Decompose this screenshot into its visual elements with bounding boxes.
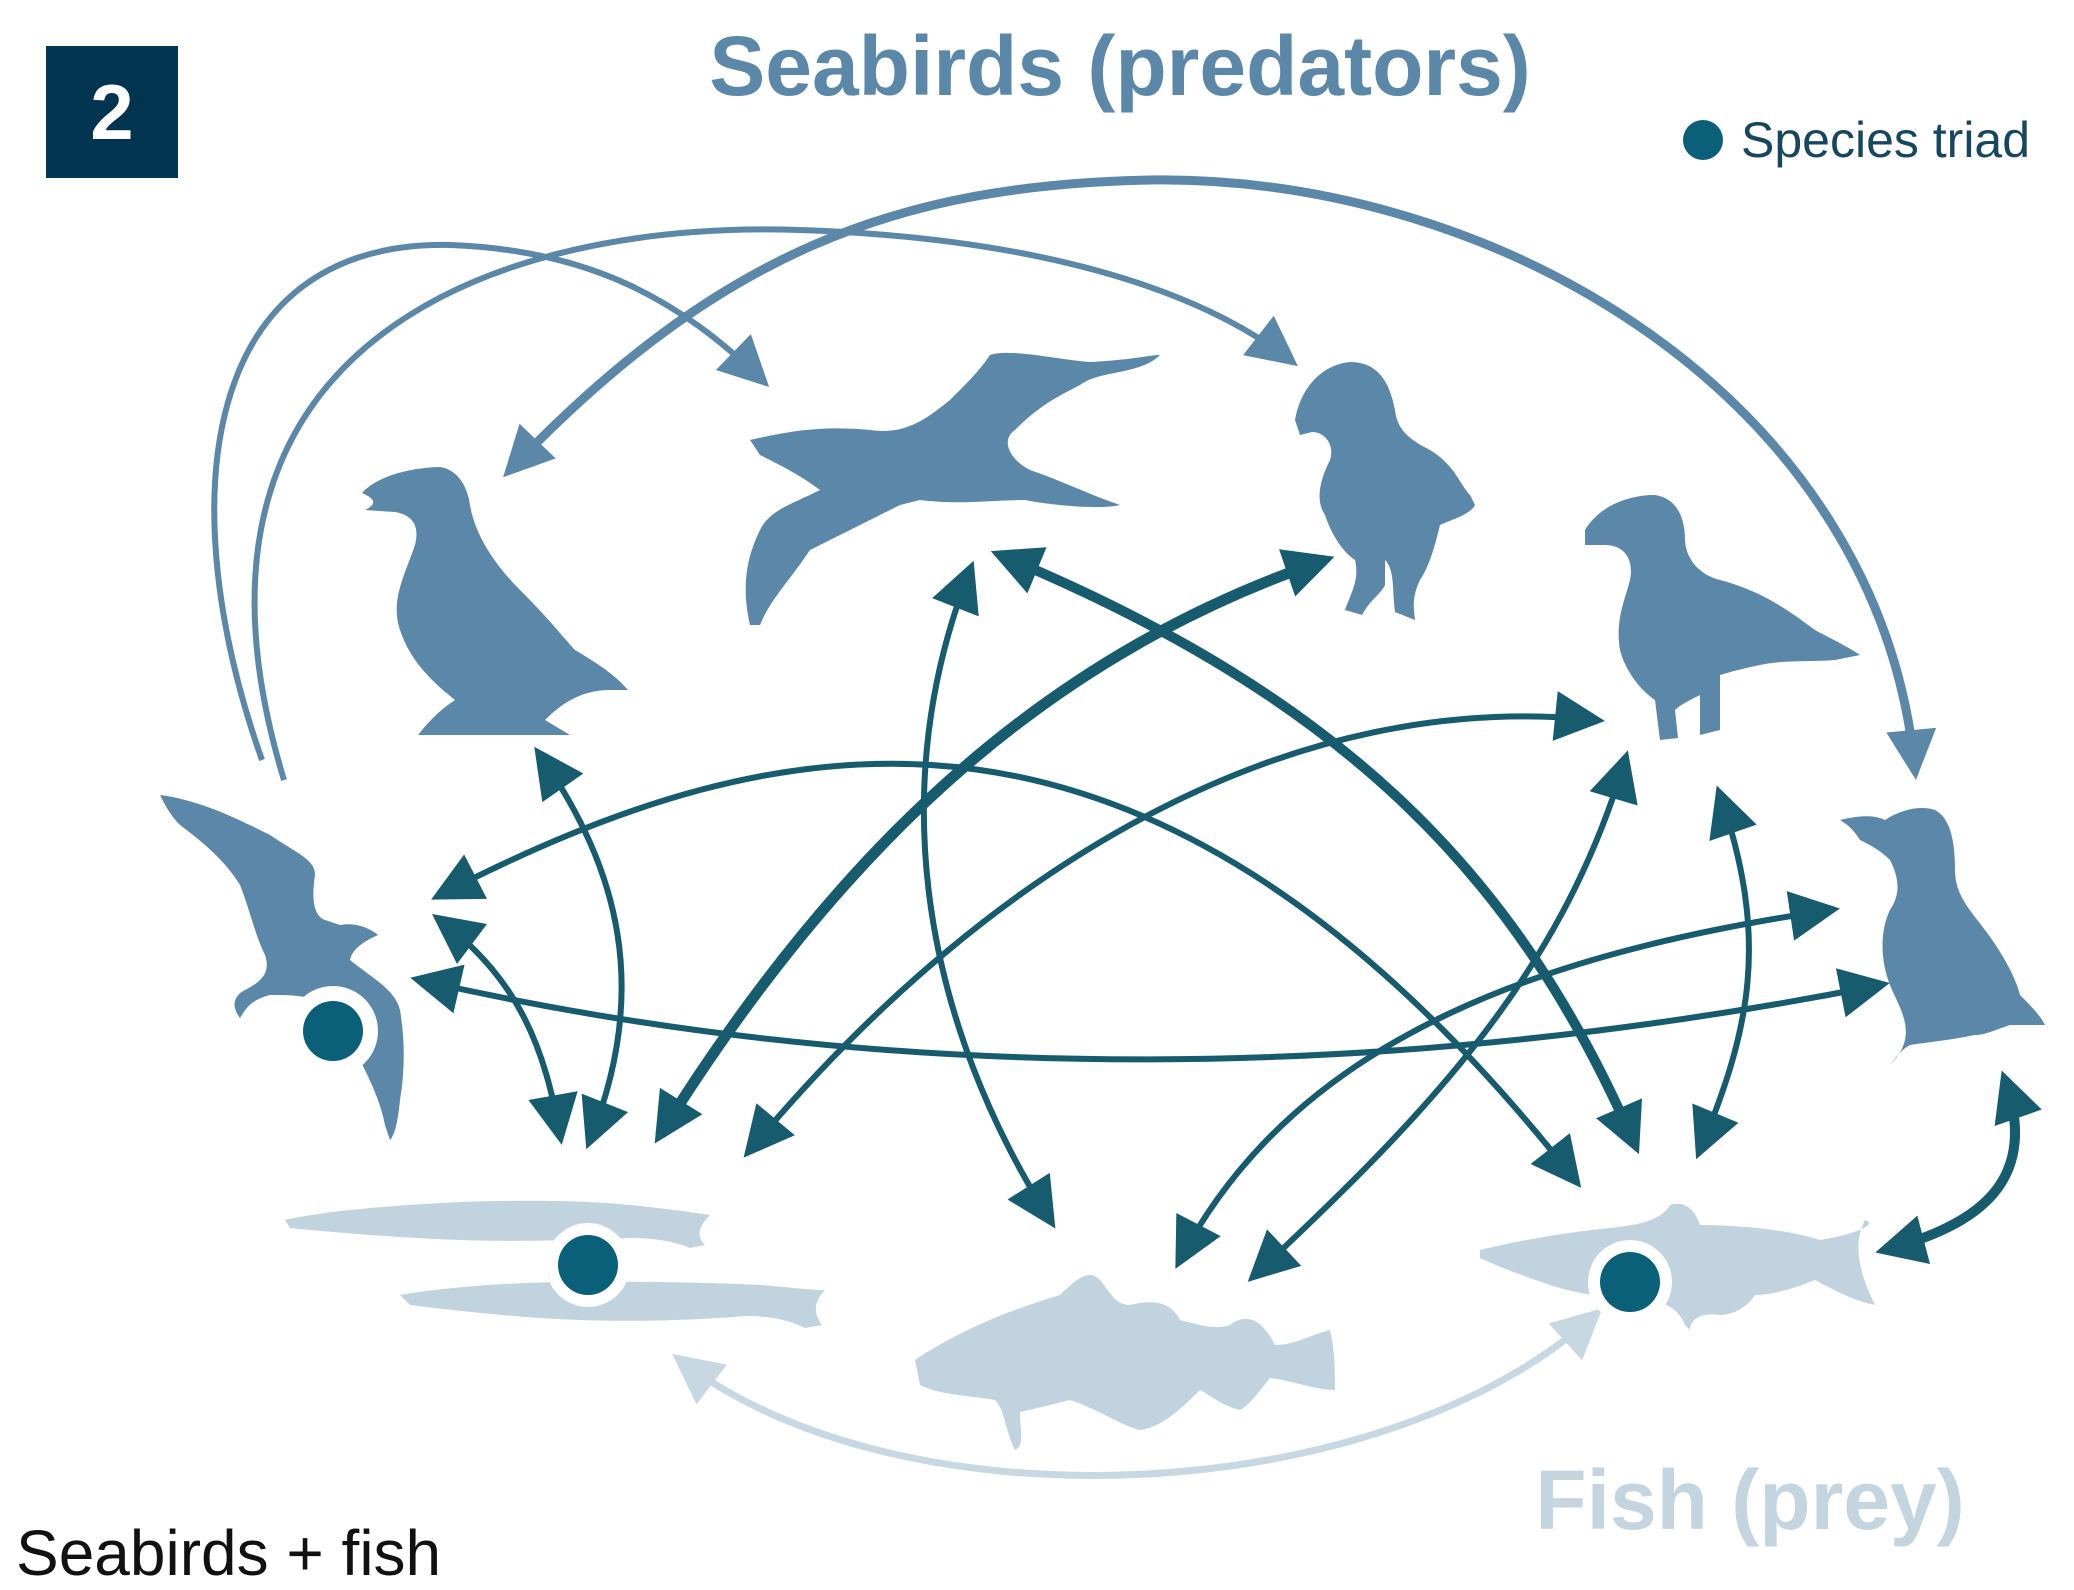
- herring-icon: [1480, 1204, 1875, 1330]
- arrow-guillemot-sandeel: [540, 755, 622, 1140]
- storm-petrel-icon: [160, 795, 404, 1140]
- panel-label: 2: [46, 46, 178, 178]
- predators-title: Seabirds (predators): [700, 18, 1540, 115]
- fish-silhouettes: [285, 1201, 1875, 1450]
- arrow-kittiwake-herring: [1700, 795, 1749, 1150]
- guillemot-icon: [362, 467, 628, 735]
- triad-marker-sandeel: [546, 1223, 630, 1307]
- legend-label: Species triad: [1741, 111, 2030, 169]
- arrow-puffin-sandeel: [660, 560, 1325, 1135]
- legend: Species triad: [1683, 110, 2030, 170]
- prey-title: Fish (prey): [1520, 1452, 1980, 1549]
- arrow-razorbill-herring: [1885, 1080, 2015, 1250]
- puffin-icon: [1295, 362, 1475, 620]
- species-triad-markers: [291, 989, 1672, 1324]
- gannet-icon: [746, 353, 1160, 625]
- arrow-petrel-sandeel: [440, 920, 560, 1135]
- seabird-silhouettes: [160, 353, 2045, 1140]
- cod-icon: [915, 1275, 1335, 1450]
- cropped-bottom-text: Seabirds + fish: [16, 1516, 441, 1590]
- triad-marker-storm-petrel: [291, 989, 375, 1073]
- interaction-network: [0, 0, 2074, 1546]
- predator-prey-interactions: [420, 555, 2015, 1275]
- arrow-guillemot-herring: [440, 764, 1575, 1180]
- legend-marker-icon: [1683, 120, 1723, 160]
- food-web-diagram: 2 Seabirds (predators) Fish (prey) Speci…: [0, 0, 2074, 1546]
- arrow-kittiwake-sandeel: [750, 716, 1595, 1150]
- kittiwake-icon: [1585, 495, 1860, 740]
- arrow-gannet-cod: [924, 570, 1050, 1220]
- arrow-razorbill-cod: [1180, 910, 1830, 1260]
- razorbill-icon: [1840, 808, 2045, 1065]
- arrow-petrel-razorbill: [420, 980, 1880, 1059]
- triad-marker-herring: [1588, 1240, 1672, 1324]
